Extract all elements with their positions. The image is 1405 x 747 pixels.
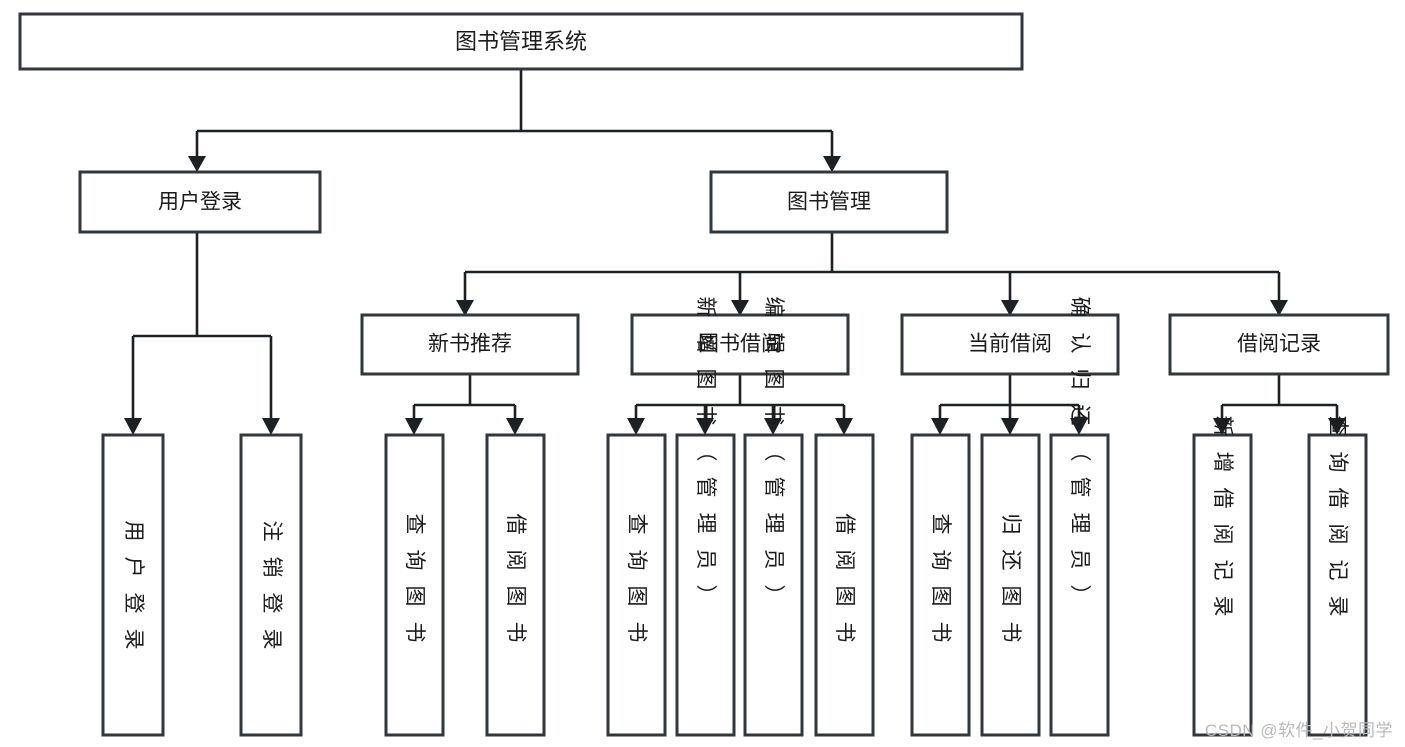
arrow-leaf-add-record xyxy=(1213,418,1231,435)
arrow-leaf-borrow-book-1 xyxy=(506,418,524,435)
arrow-new-book-recommend xyxy=(456,300,474,316)
node-root-label: 图书管理系统 xyxy=(455,29,587,54)
arrow-borrow-record xyxy=(1270,300,1288,316)
arrow-leaf-borrow-book-2 xyxy=(835,418,853,435)
leaf-borrow-book-2[interactable]: 借阅图书 xyxy=(814,433,875,737)
leaf-user-login-box[interactable] xyxy=(101,433,165,737)
leaf-edit-book-label: 编辑图书（管理员） xyxy=(762,297,785,606)
leaf-query-book-2-label: 查询图书 xyxy=(625,514,648,643)
arrow-book-borrow xyxy=(731,300,749,316)
leaf-query-book-1[interactable]: 查询图书 xyxy=(384,433,445,737)
node-root[interactable]: 图书管理系统 xyxy=(18,12,1024,71)
leaf-add-record-label: 新增借阅记录 xyxy=(1211,416,1234,617)
arrow-leaf-add-book xyxy=(696,418,714,435)
leaf-borrow-book-1-label: 借阅图书 xyxy=(504,514,527,643)
node-current-borrow-box[interactable] xyxy=(900,313,1120,376)
node-book-management[interactable]: 图书管理 xyxy=(709,170,949,234)
arrow-leaf-confirm-return xyxy=(1070,418,1088,435)
arrow-leaf-query-record xyxy=(1328,418,1346,435)
arrow-current-borrow xyxy=(1001,300,1019,316)
leaf-query-book-2[interactable]: 查询图书 xyxy=(606,433,667,737)
leaf-query-record[interactable]: 查询借阅记录 xyxy=(1307,416,1368,737)
leaf-borrow-book-1[interactable]: 借阅图书 xyxy=(485,433,546,737)
arrow-leaf-logout-login xyxy=(262,418,280,435)
leaf-logout-login[interactable]: 注销登录 xyxy=(239,433,303,737)
node-root-box[interactable] xyxy=(18,12,1024,71)
leaf-edit-book-box[interactable] xyxy=(743,433,804,737)
leaf-logout-login-label: 注销登录 xyxy=(260,521,283,650)
leaf-add-record-box[interactable] xyxy=(1192,433,1253,737)
arrow-leaf-query-book-1 xyxy=(405,418,423,435)
leaf-confirm-return-label: 确认归还（管理员） xyxy=(1068,297,1091,606)
node-new-book-recommend-box[interactable] xyxy=(360,313,580,376)
leaf-add-record[interactable]: 新增借阅记录 xyxy=(1192,416,1253,737)
leaf-user-login[interactable]: 用户登录 xyxy=(101,433,165,737)
node-new-book-recommend-label: 新书推荐 xyxy=(428,333,512,356)
leaf-query-record-label: 查询借阅记录 xyxy=(1326,416,1349,617)
node-book-borrow-box[interactable] xyxy=(630,313,850,376)
node-borrow-record-label: 借阅记录 xyxy=(1237,333,1321,356)
arrow-user-login xyxy=(188,156,206,172)
leaf-query-book-1-label: 查询图书 xyxy=(403,514,426,643)
leaf-query-book-3[interactable]: 查询图书 xyxy=(910,433,971,737)
node-book-management-label: 图书管理 xyxy=(787,191,871,214)
node-user-login[interactable]: 用户登录 xyxy=(78,170,322,234)
leaf-user-login-label: 用户登录 xyxy=(122,521,145,650)
leaf-add-book-box[interactable] xyxy=(675,433,736,737)
node-book-management-box[interactable] xyxy=(709,170,949,234)
arrow-leaf-return-book xyxy=(1001,418,1019,435)
leaf-query-book-1-box[interactable] xyxy=(384,433,445,737)
leaf-add-book[interactable]: 新增图书（管理员） xyxy=(675,297,736,737)
node-user-login-label: 用户登录 xyxy=(158,191,242,214)
leaf-borrow-book-2-box[interactable] xyxy=(814,433,875,737)
connector-layer xyxy=(124,69,1346,435)
leaf-return-book[interactable]: 归还图书 xyxy=(980,433,1041,737)
leaf-borrow-book-2-label: 借阅图书 xyxy=(833,514,856,643)
node-book-borrow-label: 图书借阅 xyxy=(698,333,782,356)
leaf-query-book-3-box[interactable] xyxy=(910,433,971,737)
arrow-leaf-edit-book xyxy=(764,418,782,435)
leaf-add-book-label: 新增图书（管理员） xyxy=(694,297,717,606)
node-borrow-record[interactable]: 借阅记录 xyxy=(1168,313,1390,376)
leaf-return-book-box[interactable] xyxy=(980,433,1041,737)
arrow-leaf-query-book-2 xyxy=(627,418,645,435)
arrow-leaf-query-book-3 xyxy=(931,418,949,435)
leaf-confirm-return-box[interactable] xyxy=(1049,433,1110,737)
node-book-borrow[interactable]: 图书借阅 xyxy=(630,313,850,376)
leaf-confirm-return[interactable]: 确认归还（管理员） xyxy=(1049,297,1110,737)
leaf-query-record-box[interactable] xyxy=(1307,433,1368,737)
node-new-book-recommend[interactable]: 新书推荐 xyxy=(360,313,580,376)
node-current-borrow-label: 当前借阅 xyxy=(968,333,1052,356)
node-user-login-box[interactable] xyxy=(78,170,322,234)
node-current-borrow[interactable]: 当前借阅 xyxy=(900,313,1120,376)
leaf-borrow-book-1-box[interactable] xyxy=(485,433,546,737)
leaf-query-book-3-label: 查询图书 xyxy=(929,514,952,643)
leaf-edit-book[interactable]: 编辑图书（管理员） xyxy=(743,297,804,737)
leaf-logout-login-box[interactable] xyxy=(239,433,303,737)
node-borrow-record-box[interactable] xyxy=(1168,313,1390,376)
arrow-book-management xyxy=(823,156,841,172)
leaf-query-book-2-box[interactable] xyxy=(606,433,667,737)
leaf-return-book-label: 归还图书 xyxy=(999,514,1022,643)
arrow-leaf-user-login xyxy=(124,418,142,435)
